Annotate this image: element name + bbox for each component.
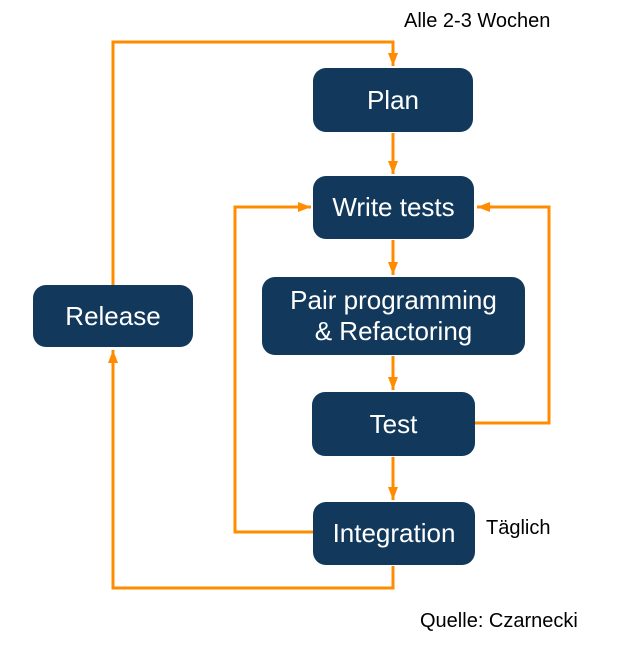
node-pair-programming: Pair programming & Refactoring [262, 277, 525, 355]
cycle-daily-annotation: Täglich [486, 517, 551, 539]
node-integration-label: Integration [332, 518, 456, 549]
node-test-label: Test [369, 408, 418, 439]
node-integration: Integration [313, 502, 475, 565]
node-write-tests-label: Write tests [332, 192, 455, 223]
node-release: Release [33, 285, 193, 347]
node-plan: Plan [313, 68, 473, 132]
node-write-tests: Write tests [313, 176, 474, 239]
connector-integration-to-write-tests [233, 202, 313, 534]
node-plan-label: Plan [366, 84, 420, 115]
source-credit: Quelle: Czarnecki [420, 610, 578, 632]
connector-test-to-write-tests [475, 202, 551, 425]
node-test: Test [312, 392, 475, 456]
connector-release-to-plan [111, 40, 398, 285]
node-pair-programming-label-line2: & Refactoring [314, 316, 473, 346]
cycle-weeks-annotation: Alle 2-3 Wochen [404, 10, 551, 32]
connector-integration-to-release [108, 350, 395, 590]
node-release-label: Release [65, 300, 161, 331]
node-pair-programming-label-line1: Pair programming [290, 285, 497, 316]
